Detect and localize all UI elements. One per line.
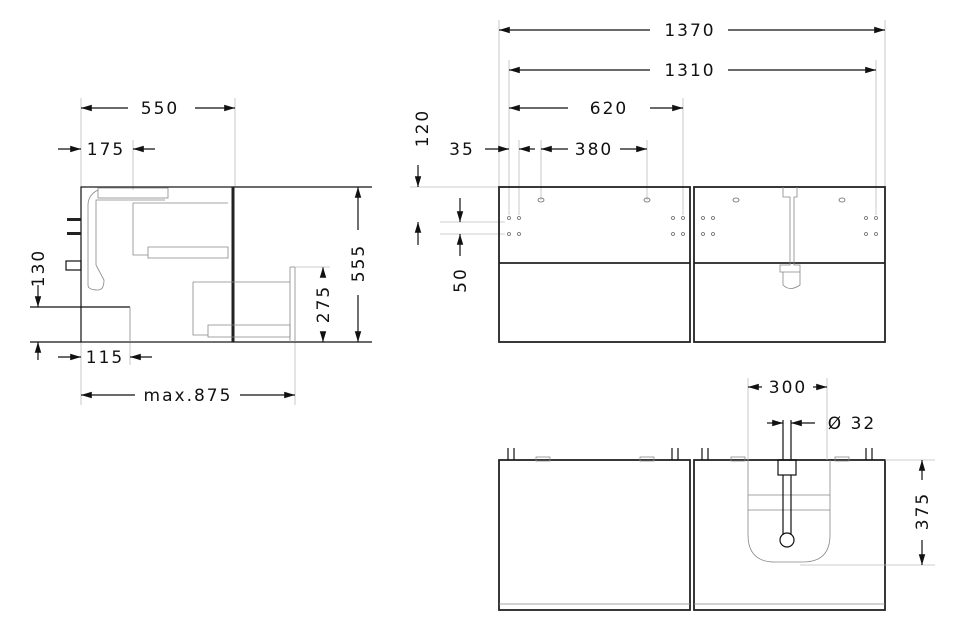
front-cabinet-left	[498, 186, 691, 343]
dim-1370: 1370	[664, 21, 715, 41]
dim-375: 375	[913, 492, 933, 530]
dim-130: 130	[29, 249, 49, 287]
front-cabinet-right	[693, 186, 886, 343]
dim-50: 50	[451, 267, 471, 293]
mounting-holes	[507, 197, 878, 236]
lower-drawer	[192, 281, 291, 338]
dim-620: 620	[590, 99, 628, 119]
basin-outline	[747, 460, 831, 563]
top-view: 300 Ø 32 375	[498, 378, 935, 611]
front-siphon	[779, 187, 801, 289]
dim-115: 115	[86, 348, 124, 368]
dim-diameter-32: Ø 32	[828, 414, 876, 434]
dim-300: 300	[769, 378, 807, 398]
top-cabinet-left	[498, 459, 691, 611]
wall-brackets	[507, 448, 873, 460]
dim-120: 120	[413, 109, 433, 147]
top-cabinet-right	[693, 459, 886, 611]
dim-555: 555	[349, 244, 369, 282]
drain-pipe	[782, 420, 792, 535]
side-view: 550 175 130 115 max.875 555 275	[29, 98, 372, 406]
dim-550: 550	[141, 99, 179, 119]
dim-380: 380	[575, 140, 613, 160]
dim-max-875: max.875	[144, 386, 233, 406]
upper-drawer	[132, 202, 229, 259]
siphon-pipe	[87, 189, 165, 291]
dim-1310: 1310	[664, 61, 715, 81]
front-view: 1370 1310 620 35 380 120 50	[410, 20, 886, 343]
dim-275: 275	[314, 285, 334, 323]
side-cabinet-outline	[80, 186, 234, 343]
dim-35: 35	[449, 140, 475, 160]
dim-175: 175	[87, 140, 125, 160]
